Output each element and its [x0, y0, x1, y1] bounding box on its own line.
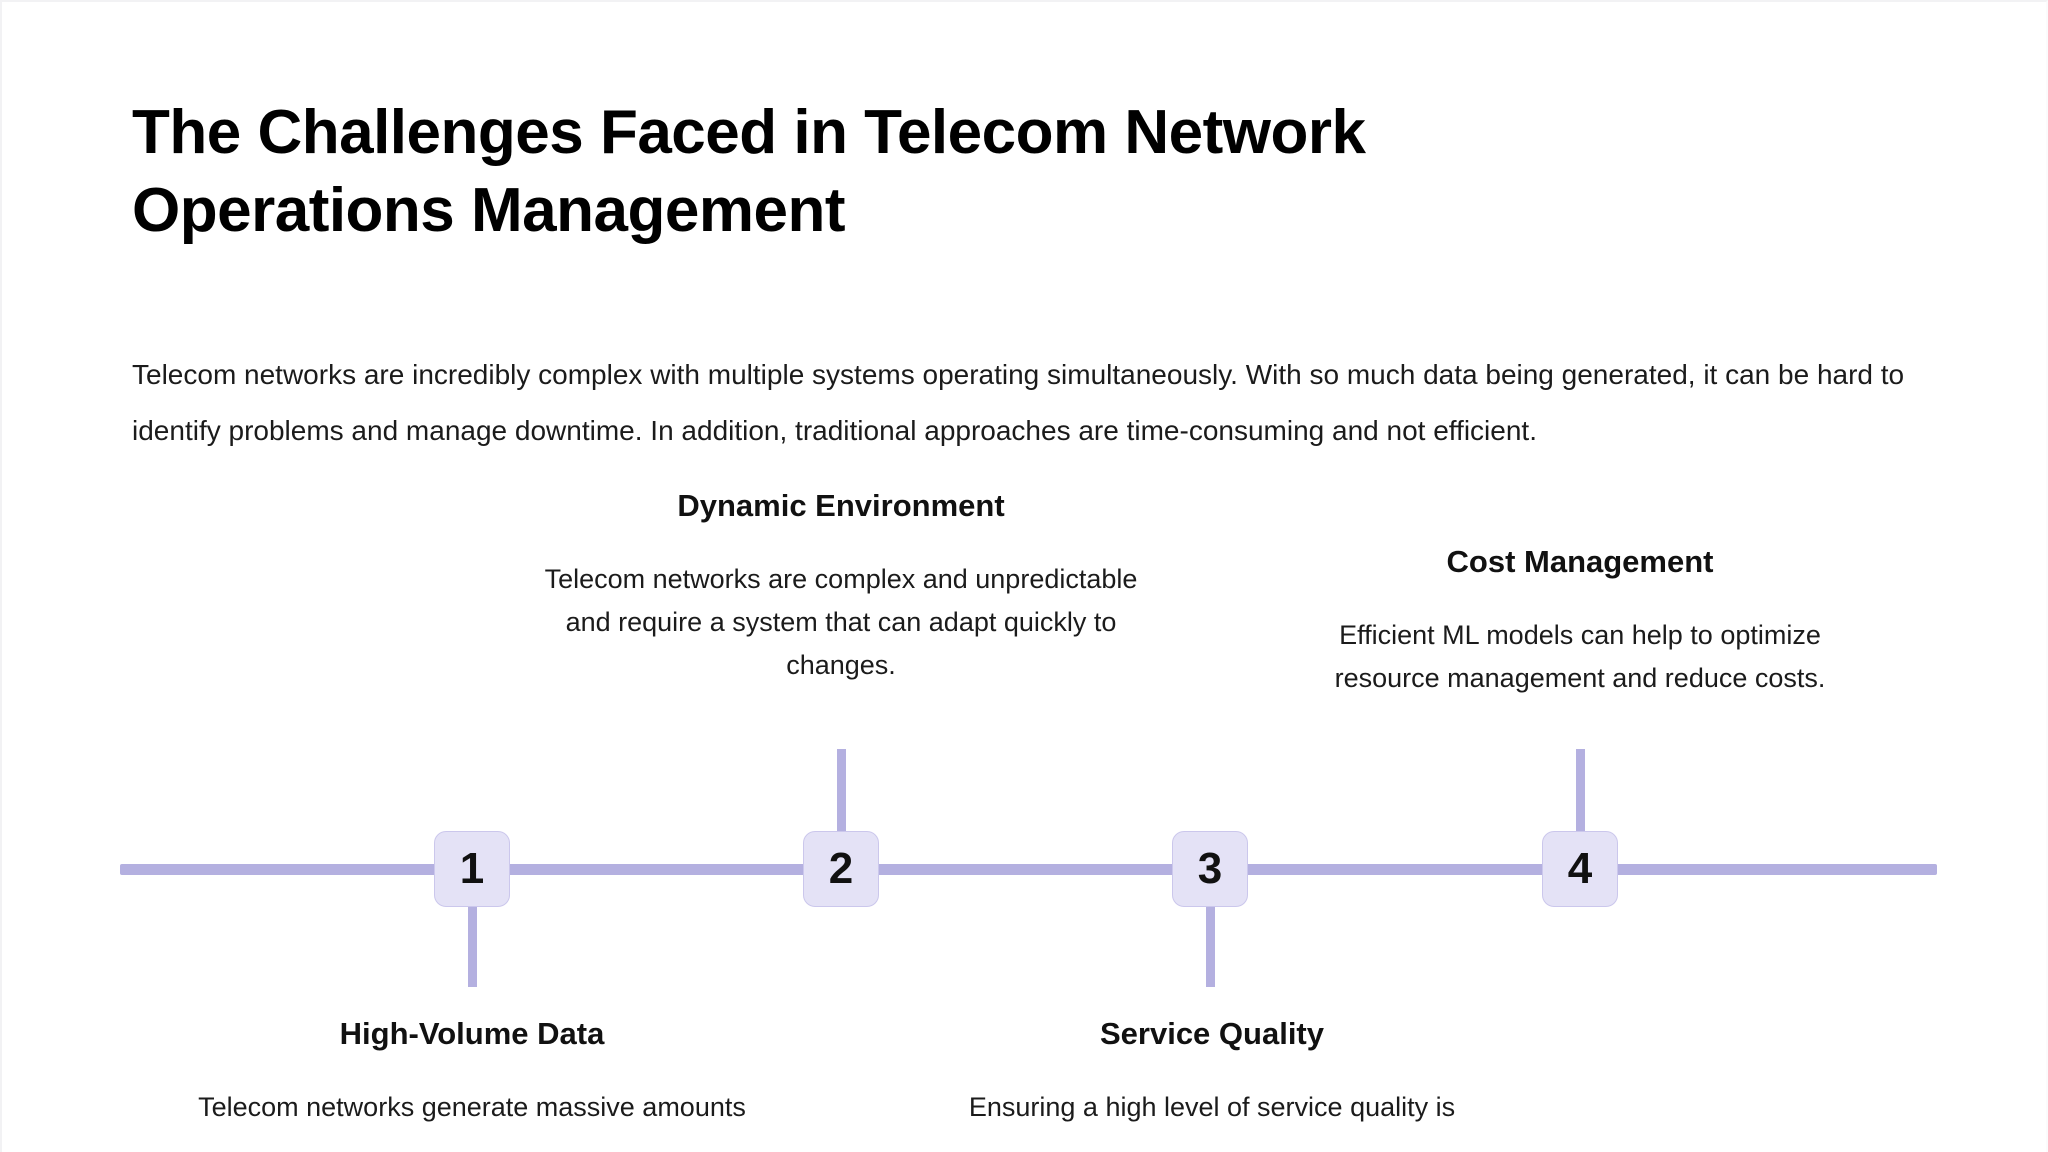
callout-body-1: Telecom networks generate massive amount… [198, 1092, 746, 1123]
timeline-marker-1[interactable]: 1 [434, 831, 510, 907]
timeline-stem-3 [1206, 902, 1215, 987]
timeline-marker-2[interactable]: 2 [803, 831, 879, 907]
timeline-marker-4[interactable]: 4 [1542, 831, 1618, 907]
callout-title-3: Service Quality [1099, 1016, 1324, 1051]
timeline-callout-4: Cost Management Efficient ML models can … [1310, 543, 1850, 700]
callout-body-2: Telecom networks are complex and unpredi… [544, 564, 1138, 680]
page-title: The Challenges Faced in Telecom Network … [132, 98, 1366, 246]
callout-title-4: Cost Management [1446, 544, 1714, 579]
callout-body-4: Efficient ML models can help to optimize… [1334, 620, 1826, 693]
timeline-callout-1: High-Volume Data Telecom networks genera… [162, 1015, 782, 1129]
timeline-stem-4 [1576, 749, 1585, 839]
timeline-stem-2 [837, 749, 846, 839]
intro-paragraph: Telecom networks are incredibly complex … [132, 359, 1905, 446]
timeline-callout-3: Service Quality Ensuring a high level of… [902, 1015, 1522, 1129]
callout-title-2: Dynamic Environment [677, 488, 1005, 523]
timeline-stem-1 [468, 902, 477, 987]
callout-body-3: Ensuring a high level of service quality… [968, 1092, 1456, 1123]
timeline-callout-2: Dynamic Environment Telecom networks are… [541, 487, 1141, 686]
timeline-marker-3[interactable]: 3 [1172, 831, 1248, 907]
timeline-axis [120, 864, 1937, 875]
callout-title-1: High-Volume Data [339, 1016, 605, 1051]
